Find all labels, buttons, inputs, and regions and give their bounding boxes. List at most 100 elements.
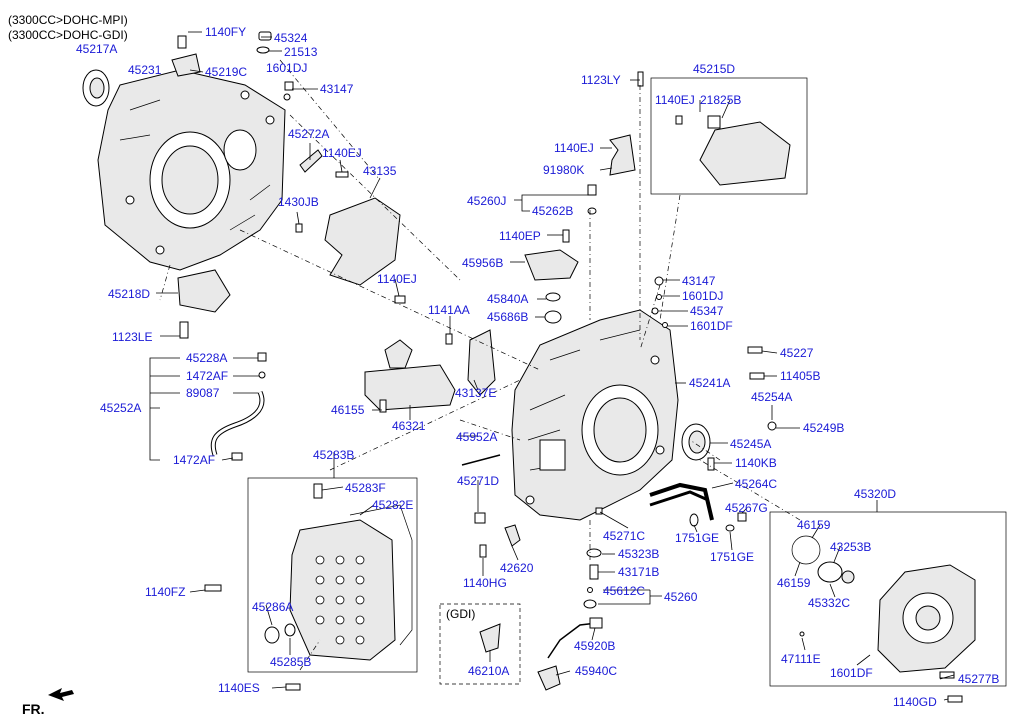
plug-45324-icon	[258, 31, 272, 41]
label-45612c: 45612C	[603, 584, 645, 598]
label-1140ej-c: 1140EJ	[655, 93, 695, 107]
label-11405b: 11405B	[780, 369, 820, 383]
transmission-case-drawing	[511, 309, 679, 521]
bracket-45215d-drawing	[699, 121, 791, 186]
label-1140ej-a: 1140EJ	[322, 146, 362, 160]
label-45324: 45324	[274, 31, 308, 45]
bracket-91980k-drawing	[609, 134, 636, 176]
label-45267g: 45267G	[725, 501, 768, 515]
bolt-45283f-icon	[313, 483, 323, 499]
label-45332c: 45332C	[808, 596, 850, 610]
label-43253b: 43253B	[830, 540, 871, 554]
label-45686b: 45686B	[487, 310, 528, 324]
solenoid-45956b-drawing	[524, 249, 579, 281]
label-45271d: 45271D	[457, 474, 499, 488]
label-45272a: 45272A	[288, 127, 329, 141]
label-45285b: 45285B	[270, 655, 311, 669]
label-1140es: 1140ES	[218, 681, 260, 695]
box-45283b	[247, 477, 418, 673]
label-1140fz: 1140FZ	[145, 585, 185, 599]
label-45282e: 45282E	[372, 498, 413, 512]
label-45241a: 45241A	[689, 376, 730, 390]
label-43147-a: 43147	[320, 82, 354, 96]
label-1601dj-a: 1601DJ	[266, 61, 307, 75]
label-46321: 46321	[392, 419, 426, 433]
label-89087: 89087	[186, 386, 220, 400]
leader-lines	[149, 31, 955, 701]
label-91980k: 91980K	[543, 163, 584, 177]
label-1751ge-b: 1751GE	[710, 550, 754, 564]
label-45249b: 45249B	[803, 421, 844, 435]
label-1140ej-d: 1140EJ	[554, 141, 594, 155]
label-1140fy: 1140FY	[205, 25, 246, 39]
label-43171b: 43171B	[618, 565, 659, 579]
label-45840a: 45840A	[487, 292, 528, 306]
label-1140ej-b: 1140EJ	[377, 272, 417, 286]
label-45218d: 45218D	[108, 287, 150, 301]
label-1140hg: 1140HG	[463, 576, 507, 590]
label-46159-a: 46159	[797, 518, 831, 532]
label-45323b: 45323B	[618, 547, 659, 561]
label-45245a: 45245A	[730, 437, 771, 451]
box-45215d	[650, 77, 808, 195]
part-46210a-drawing	[479, 623, 501, 653]
label-46210a: 46210A	[468, 664, 509, 678]
converter-housing-drawing	[97, 69, 286, 271]
sensor-wire-45920b-drawing	[547, 622, 598, 659]
part-labels: 45217A 45231 1140FY 45324 21513 45219C 1…	[76, 25, 999, 709]
label-1140ep: 1140EP	[499, 229, 541, 243]
label-45260: 45260	[664, 590, 698, 604]
label-45956b: 45956B	[462, 256, 503, 270]
label-42620: 42620	[500, 561, 534, 575]
label-21513: 21513	[284, 45, 318, 59]
label-45920b: 45920B	[574, 639, 615, 653]
label-45254a: 45254A	[751, 390, 792, 404]
label-1430jb: 1430JB	[278, 195, 319, 209]
filter-46321-drawing	[364, 364, 456, 411]
label-45940c: 45940C	[575, 664, 617, 678]
label-45252a: 45252A	[100, 401, 141, 415]
label-43135: 43135	[363, 164, 397, 178]
label-21825b: 21825B	[700, 93, 741, 107]
label-45262b: 45262B	[532, 204, 573, 218]
label-45277b: 45277B	[958, 672, 999, 686]
bracket-45218d-drawing	[177, 269, 231, 313]
label-46159-b: 46159	[777, 576, 811, 590]
label-45286a: 45286A	[252, 600, 293, 614]
pipe-45264c-drawing	[649, 482, 714, 521]
label-45231: 45231	[128, 63, 162, 77]
label-46155: 46155	[331, 403, 365, 417]
label-45283f: 45283F	[345, 481, 386, 495]
variant-mpi-label: (3300CC>DOHC-MPI)	[8, 13, 128, 27]
label-1123ly: 1123LY	[581, 73, 621, 87]
washer-21513-icon	[256, 46, 270, 54]
front-arrow-icon	[48, 688, 74, 701]
label-47111e: 47111E	[781, 652, 821, 666]
label-43147-b: 43147	[682, 274, 716, 288]
label-1751ge-a: 1751GE	[675, 531, 719, 545]
label-1472af-b: 1472AF	[173, 453, 215, 467]
label-1472af-a: 1472AF	[186, 369, 228, 383]
label-45347: 45347	[690, 304, 724, 318]
variant-gdi-label: (3300CC>DOHC-GDI)	[8, 28, 128, 42]
box-45320d	[769, 511, 1007, 687]
guide-45272a-drawing	[299, 149, 323, 173]
sensor-45940c-drawing	[537, 665, 561, 691]
label-45952a: 45952A	[456, 430, 497, 444]
label-45264c: 45264C	[735, 477, 777, 491]
baffle-43135-drawing	[324, 197, 401, 286]
label-45219c: 45219C	[205, 65, 247, 79]
label-45228a: 45228A	[186, 351, 227, 365]
label-1141aa: 1141AA	[428, 303, 470, 317]
bolt-1140fy-icon	[177, 35, 187, 49]
label-45283b: 45283B	[313, 448, 354, 462]
cover-43137e-drawing	[467, 329, 496, 396]
label-1140kb: 1140KB	[735, 456, 777, 470]
label-43137e: 43137E	[455, 386, 496, 400]
label-45217a: 45217A	[76, 42, 117, 56]
label-45260j: 45260J	[467, 194, 506, 208]
label-1601dj-b: 1601DJ	[682, 289, 723, 303]
label-1123le: 1123LE	[112, 330, 152, 344]
valve-body-drawing	[289, 504, 413, 661]
